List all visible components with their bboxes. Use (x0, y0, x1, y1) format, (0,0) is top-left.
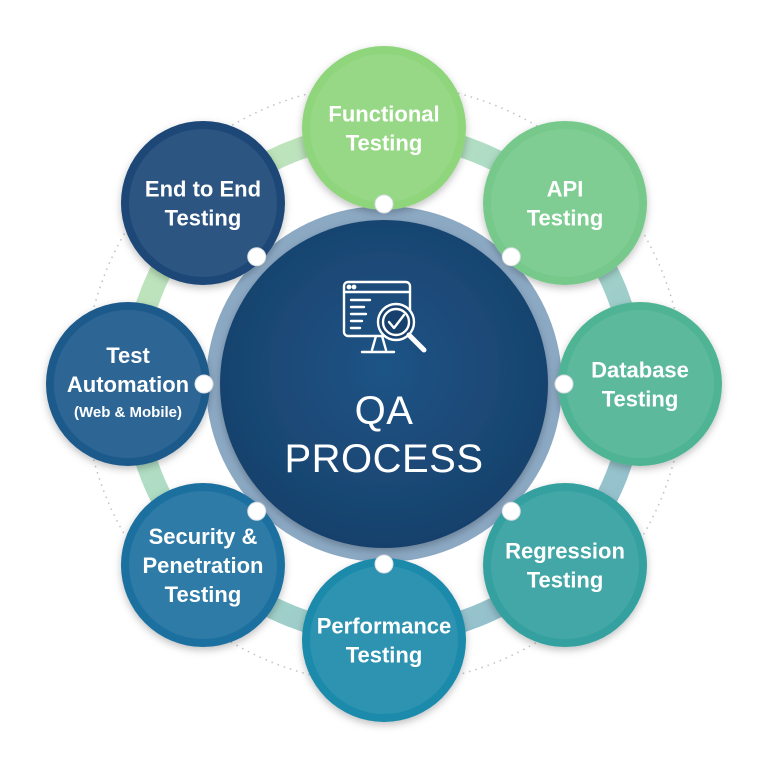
monitor-magnifier-check-icon (342, 280, 427, 354)
connector-dot-api (501, 247, 521, 267)
node-regression-circle (483, 483, 648, 648)
node-api-inner-ring (491, 128, 640, 277)
node-api: API Testing (483, 120, 648, 285)
connector-dot-end-to-end (247, 247, 267, 267)
connector-dots (194, 194, 574, 574)
connector-dot-performance (374, 554, 394, 574)
node-security-inner-ring (128, 491, 277, 640)
node-automation-label-line-2: Automation (67, 372, 189, 397)
node-performance-inner-ring (310, 566, 458, 714)
connector-dot-regression (501, 501, 521, 521)
node-api-label-line-2: Testing (527, 205, 604, 230)
node-api-circle (483, 120, 648, 285)
connector-dot-automation (194, 374, 214, 394)
node-regression-label-line-2: Testing (527, 568, 604, 593)
node-security-label-line-2: Penetration (142, 553, 263, 578)
node-automation-inner-ring (54, 310, 202, 458)
node-end-to-end-circle (120, 120, 285, 285)
node-performance-label-line-1: Performance (317, 614, 452, 639)
node-security-label-line-3: Testing (165, 582, 242, 607)
connector-dot-database (554, 374, 574, 394)
node-performance-label-line-2: Testing (346, 643, 423, 668)
node-regression-inner-ring (491, 491, 640, 640)
connector-dot-security (247, 501, 267, 521)
node-automation-label-line-1: Test (106, 343, 150, 368)
node-functional-inner-ring (310, 54, 458, 202)
node-performance-circle (302, 558, 466, 722)
node-security-label-line-1: Security & (149, 524, 258, 549)
node-security-circle (120, 483, 285, 648)
node-database-inner-ring (566, 310, 714, 458)
node-regression-label-line-1: Regression (505, 539, 625, 564)
center-title-line-1: QA (355, 389, 414, 433)
node-functional-label-line-2: Testing (346, 131, 423, 156)
center-circle (220, 220, 548, 548)
node-end-to-end-label-line-2: Testing (165, 205, 242, 230)
node-api-label-line-1: API (547, 176, 584, 201)
node-automation-circle (46, 302, 210, 466)
node-functional-circle (302, 46, 466, 210)
process-nodes: FunctionalTestingAPITestingDatabaseTesti… (46, 46, 722, 722)
node-database-label-line-2: Testing (602, 387, 679, 412)
node-end-to-end-inner-ring (128, 128, 277, 277)
node-functional-label-line-1: Functional (328, 102, 439, 127)
node-end-to-end-label-line-1: End to End (145, 176, 261, 201)
node-database-label-line-1: Database (591, 358, 689, 383)
node-database-circle (558, 302, 722, 466)
connector-dot-functional (374, 194, 394, 214)
center-title-line-2: PROCESS (284, 437, 483, 481)
node-automation-label-line-3: (Web & Mobile) (74, 404, 182, 421)
